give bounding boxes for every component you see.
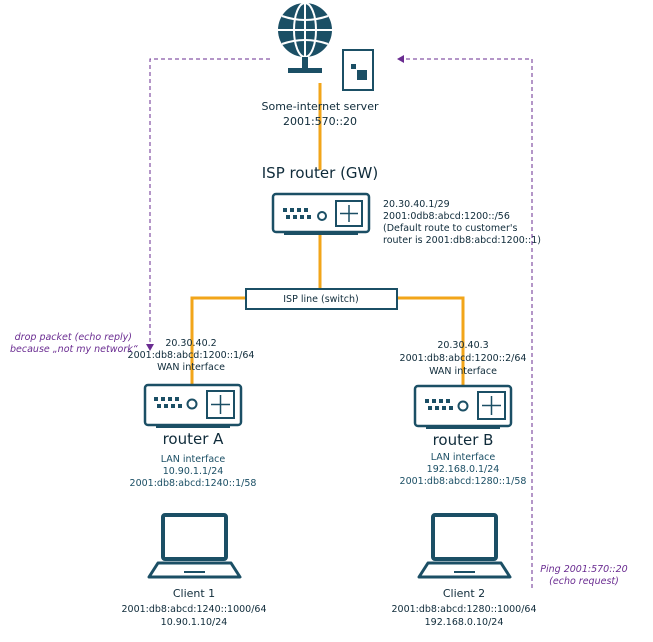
server-name: Some-internet server	[261, 100, 379, 113]
router-a-icon	[143, 383, 243, 428]
drop-annotation-line-2: because „not my network“	[10, 344, 138, 355]
isp-router-info-0: 20.30.40.1/29	[383, 199, 450, 210]
router-a-name: router A	[162, 430, 224, 448]
router-b-lan-ipv4: 192.168.0.1/24	[426, 464, 500, 475]
cable-switch-router-b	[397, 296, 465, 405]
client-1-name: Client 1	[172, 587, 216, 600]
server-icon	[342, 49, 374, 91]
echo-reply-arrow	[146, 58, 270, 351]
ping-annotation-line-1: Ping 2001:570::20	[540, 564, 628, 575]
router-b-lan-label: LAN interface	[430, 452, 496, 463]
client-1-ipv4: 10.90.1.10/24	[160, 617, 228, 628]
server-ip: 2001:570::20	[282, 115, 358, 128]
cables	[190, 83, 465, 405]
router-b-wan-label: WAN interface	[429, 366, 497, 377]
router-b-name: router B	[432, 431, 494, 449]
switch-box	[245, 288, 398, 310]
echo-request-arrow	[397, 55, 533, 588]
cable-switch-router-a	[190, 296, 246, 395]
router-b-wan-ipv4: 20.30.40.3	[437, 340, 489, 351]
router-a-lan-label: LAN interface	[160, 454, 226, 465]
router-b-lan-ipv6: 2001:db8:abcd:1280::1/58	[399, 476, 527, 487]
isp-router-info-2: (Default route to customer's	[383, 223, 518, 234]
drop-annotation-line-1: drop packet (echo reply)	[14, 332, 132, 343]
client-2-ipv6: 2001:db8:abcd:1280::1000/64	[391, 604, 537, 615]
client-1-ipv6: 2001:db8:abcd:1240::1000/64	[121, 604, 267, 615]
isp-router-name: ISP router (GW)	[261, 164, 379, 182]
client-2-name: Client 2	[442, 587, 486, 600]
client-2-ipv4: 192.168.0.10/24	[424, 617, 504, 628]
annotation-arrows	[146, 55, 533, 588]
router-a-wan-ipv4: 20.30.40.2	[165, 338, 217, 349]
router-a-wan-label: WAN interface	[157, 362, 225, 373]
router-b-icon	[413, 384, 513, 429]
ping-annotation-line-2: (echo request)	[549, 576, 619, 587]
isp-router-info-3: router is 2001:db8:abcd:1200::1)	[383, 235, 541, 246]
isp-router-icon	[271, 192, 371, 235]
router-a-wan-ipv6: 2001:db8:abcd:1200::1/64	[127, 350, 255, 361]
router-a-lan-ipv6: 2001:db8:abcd:1240::1/58	[129, 478, 257, 489]
client-1-laptop-icon	[147, 513, 242, 579]
router-a-lan-ipv4: 10.90.1.1/24	[162, 466, 224, 477]
globe-icon	[278, 2, 332, 73]
client-2-laptop-icon	[417, 513, 512, 579]
isp-router-info-1: 2001:0db8:abcd:1200::/56	[383, 211, 510, 222]
switch-label: ISP line (switch)	[283, 294, 359, 305]
router-b-wan-ipv6: 2001:db8:abcd:1200::2/64	[399, 353, 527, 364]
